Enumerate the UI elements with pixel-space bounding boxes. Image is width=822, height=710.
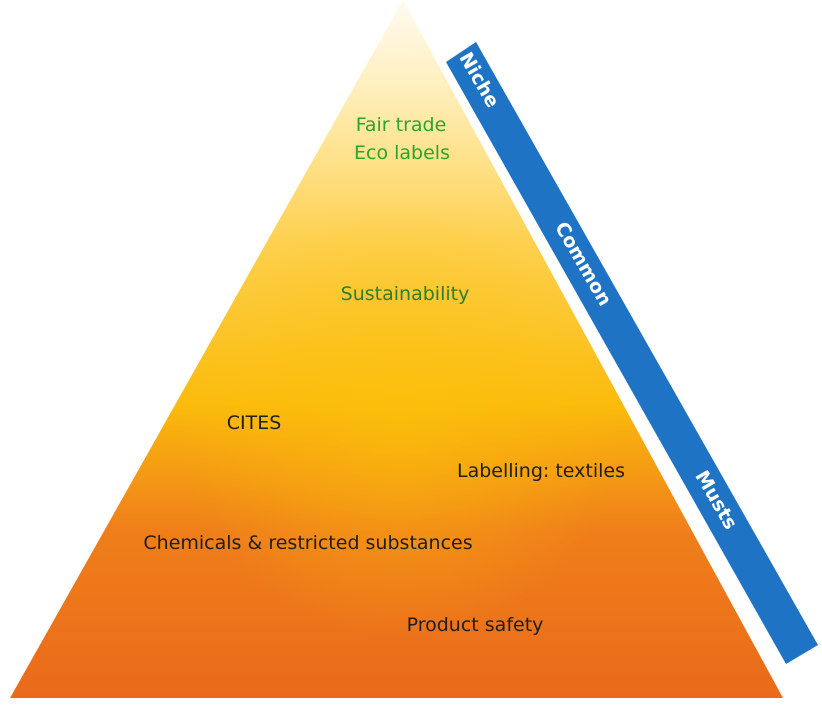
priority-bar (446, 42, 818, 664)
label-fair-trade: Fair trade (355, 114, 447, 136)
label-product-safety: Product safety (406, 614, 544, 636)
label-cites: CITES (226, 412, 282, 434)
label-chemicals: Chemicals & restricted substances (143, 532, 473, 554)
label-labelling-textiles: Labelling: textiles (456, 460, 626, 482)
pyramid-glow (10, 0, 783, 698)
label-eco-labels: Eco labels (354, 142, 450, 164)
label-sustainability: Sustainability (340, 283, 470, 305)
